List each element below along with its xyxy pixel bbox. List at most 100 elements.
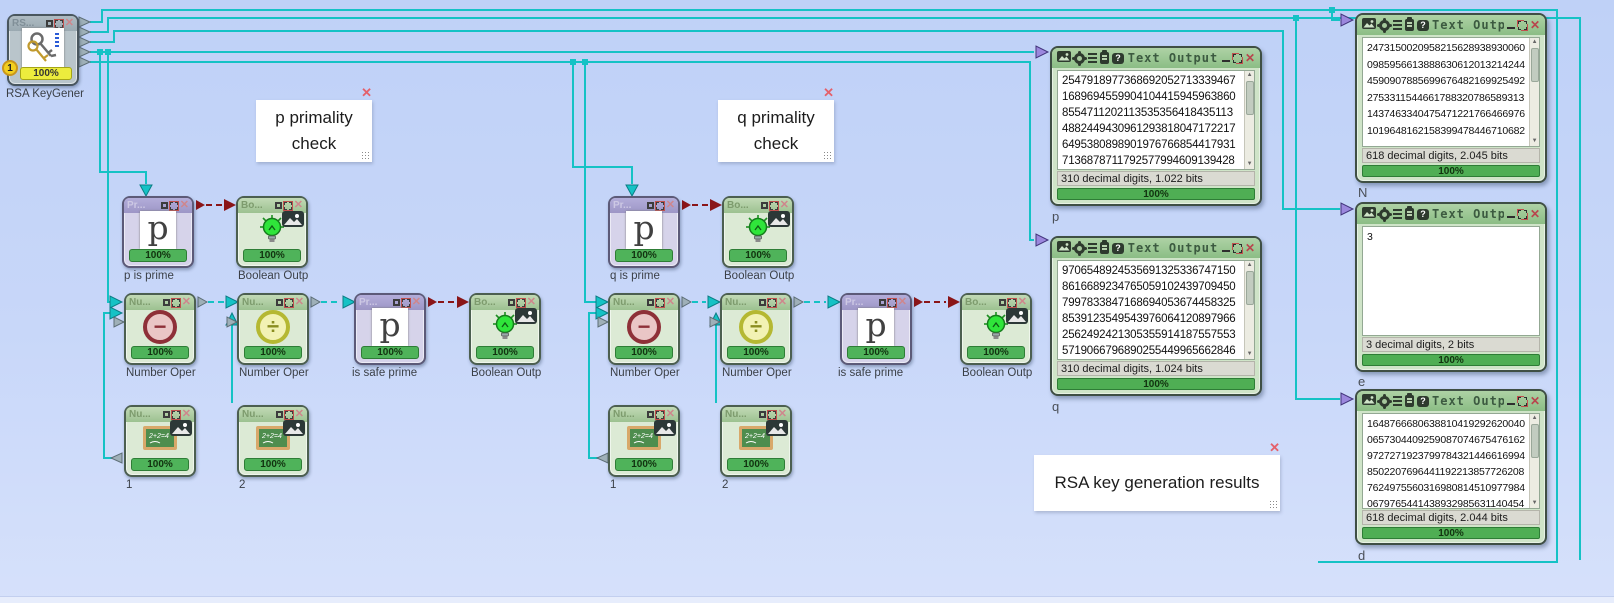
minimize-icon[interactable] [1506, 211, 1515, 218]
close-icon[interactable]: ✕ [1244, 51, 1255, 65]
node-p-is-prime[interactable]: Pr... ✕ p 100% [122, 196, 194, 268]
minimize-icon[interactable] [1506, 22, 1515, 29]
minimize-icon[interactable] [760, 202, 768, 209]
scroll-down-icon[interactable]: ▼ [1531, 500, 1538, 506]
node-number-input-2[interactable]: Nu... ✕ 2+2=4 100% [720, 405, 792, 477]
node-number-input-2[interactable]: Nu... ✕ 2+2=4 100% [237, 405, 309, 477]
minimize-icon[interactable] [646, 299, 654, 306]
minimize-icon[interactable] [1506, 398, 1515, 405]
help-icon[interactable]: ? [1417, 395, 1429, 407]
arrange-icon[interactable] [655, 410, 664, 419]
gear-icon[interactable] [1074, 242, 1085, 254]
clipboard-icon[interactable] [1405, 206, 1414, 220]
gear-icon[interactable] [1379, 208, 1390, 220]
image-icon[interactable] [1057, 239, 1071, 257]
minimize-icon[interactable] [646, 202, 654, 209]
text-output-panel-p[interactable]: ? Text Output ✕ 254791897736869205271333… [1050, 46, 1262, 206]
close-icon[interactable]: ✕ [1017, 296, 1027, 308]
minimize-icon[interactable] [162, 411, 170, 418]
close-icon[interactable]: ✕ [665, 296, 675, 308]
node-number-operation-divide[interactable]: Nu... ✕ ÷ 100% [237, 293, 309, 365]
scrollbar-thumb[interactable] [1530, 48, 1539, 82]
minimize-icon[interactable] [275, 411, 283, 418]
close-icon[interactable]: ✕ [411, 296, 421, 308]
close-icon[interactable]: ✕ [823, 85, 834, 100]
minimize-icon[interactable] [275, 299, 283, 306]
scrollbar-thumb[interactable] [1245, 271, 1254, 305]
arrange-icon[interactable] [769, 201, 778, 210]
scroll-up-icon[interactable]: ▲ [1246, 262, 1253, 268]
maximize-icon[interactable] [1232, 53, 1242, 63]
node-number-input-1[interactable]: Nu... ✕ 2+2=4 100% [124, 405, 196, 477]
close-icon[interactable]: ✕ [777, 408, 787, 420]
resize-grip[interactable] [823, 151, 832, 160]
minimize-icon[interactable] [507, 299, 515, 306]
arrange-icon[interactable] [284, 298, 293, 307]
list-icon[interactable] [1393, 19, 1402, 31]
close-icon[interactable]: ✕ [294, 296, 304, 308]
text-output-panel-d[interactable]: ? Text Output ✕ 164876668063881041929262… [1355, 389, 1547, 545]
gear-icon[interactable] [1379, 395, 1390, 407]
arrange-icon[interactable] [655, 298, 664, 307]
arrange-icon[interactable] [283, 201, 292, 210]
node-q-is-prime[interactable]: Pr... ✕ p 100% [608, 196, 680, 268]
minimize-icon[interactable] [160, 202, 168, 209]
arrange-icon[interactable] [171, 410, 180, 419]
clipboard-icon[interactable] [1100, 240, 1109, 254]
scroll-down-icon[interactable]: ▼ [1246, 351, 1253, 357]
output-text-area[interactable]: 2473150020958215628938930060 09859566138… [1362, 37, 1540, 147]
output-text-area[interactable]: 2547918977368692052713339467 16896945599… [1057, 70, 1255, 170]
close-icon[interactable]: ✕ [294, 408, 304, 420]
minimize-icon[interactable] [1221, 55, 1230, 62]
close-icon[interactable]: ✕ [181, 408, 191, 420]
close-icon[interactable]: ✕ [361, 85, 372, 100]
image-icon[interactable] [1362, 392, 1376, 410]
image-icon[interactable] [1362, 205, 1376, 223]
minimize-icon[interactable] [392, 299, 400, 306]
image-icon[interactable] [1057, 49, 1071, 67]
close-icon[interactable]: ✕ [293, 199, 303, 211]
minimize-icon[interactable] [878, 299, 886, 306]
node-boolean-output[interactable]: Bo... ✕ 100% [236, 196, 308, 268]
scrollbar[interactable]: ▲▼ [1244, 261, 1254, 359]
image-icon[interactable] [1362, 16, 1376, 34]
close-icon[interactable]: ✕ [1529, 394, 1540, 408]
close-icon[interactable]: ✕ [179, 199, 189, 211]
node-boolean-output[interactable]: Bo... ✕ 100% [722, 196, 794, 268]
arrange-icon[interactable] [1007, 298, 1016, 307]
note-p-primality[interactable]: ✕ p primality check [256, 85, 372, 162]
minimize-icon[interactable] [1221, 245, 1230, 252]
node-boolean-output[interactable]: Bo... ✕ 100% [469, 293, 541, 365]
scroll-down-icon[interactable]: ▼ [1246, 161, 1253, 167]
scroll-up-icon[interactable]: ▲ [1246, 72, 1253, 78]
text-output-panel-e[interactable]: ? Text Output ✕ 3 3 decimal digits, 2 bi… [1355, 202, 1547, 372]
node-number-operation-subtract[interactable]: Nu... ✕ − 100% [608, 293, 680, 365]
scrollbar[interactable]: ▲▼ [1529, 38, 1539, 146]
node-number-input-1[interactable]: Nu... ✕ 2+2=4 100% [608, 405, 680, 477]
close-icon[interactable]: ✕ [526, 296, 536, 308]
list-icon[interactable] [1088, 52, 1097, 64]
scrollbar[interactable]: ▲▼ [1529, 414, 1539, 508]
arrange-icon[interactable] [284, 410, 293, 419]
output-text-area[interactable]: 9706548924535691325336747150 86166892347… [1057, 260, 1255, 360]
arrange-icon[interactable] [887, 298, 896, 307]
arrange-icon[interactable] [767, 410, 776, 419]
minimize-icon[interactable] [162, 299, 170, 306]
minimize-icon[interactable] [998, 299, 1006, 306]
help-icon[interactable]: ? [1112, 242, 1124, 254]
list-icon[interactable] [1393, 395, 1402, 407]
close-icon[interactable]: ✕ [779, 199, 789, 211]
resize-grip[interactable] [361, 151, 370, 160]
minimize-icon[interactable] [758, 411, 766, 418]
close-icon[interactable]: ✕ [777, 296, 787, 308]
scroll-up-icon[interactable]: ▲ [1531, 39, 1538, 45]
maximize-icon[interactable] [1517, 20, 1527, 30]
maximize-icon[interactable] [1232, 243, 1242, 253]
help-icon[interactable]: ? [1112, 52, 1124, 64]
close-icon[interactable]: ✕ [665, 408, 675, 420]
list-icon[interactable] [1393, 208, 1402, 220]
gear-icon[interactable] [1074, 52, 1085, 64]
clipboard-icon[interactable] [1100, 50, 1109, 64]
close-icon[interactable]: ✕ [665, 199, 675, 211]
minimize-icon[interactable] [274, 202, 282, 209]
